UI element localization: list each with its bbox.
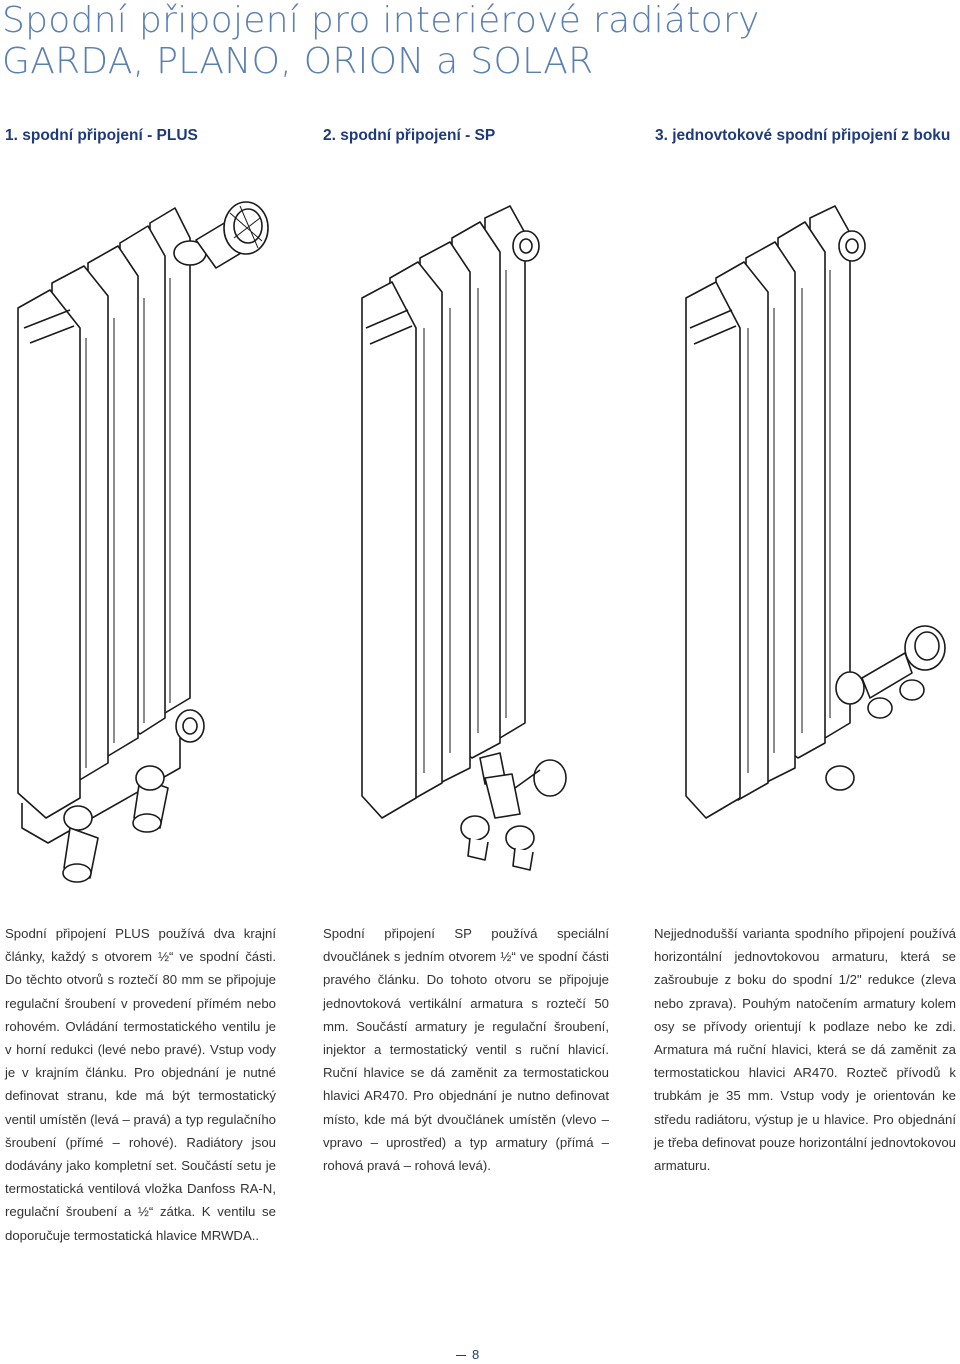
radiator-sections [17, 207, 191, 844]
vertical-valve [460, 752, 567, 871]
horizontal-valve [825, 625, 946, 791]
radiator-plus-illustration [0, 178, 320, 898]
column-text-side: Nejjednodušší varianta spodního připojen… [654, 926, 956, 1174]
top-plug [512, 230, 540, 262]
radiator-sections [685, 205, 851, 819]
column-text-plus: Spodní připojení PLUS používá dva krajní… [5, 926, 276, 1243]
column-heading-sp: 2. spodní připojení - SP [323, 127, 496, 144]
radiator-side-illustration [640, 178, 960, 898]
page-title: Spodní připojení pro interiérové radiáto… [2, 0, 760, 82]
top-plug [838, 230, 866, 262]
page-number-dash [456, 1354, 466, 1357]
title-line-1: Spodní připojení pro interiérové radiáto… [2, 0, 760, 41]
bottom-valves [62, 709, 205, 883]
radiator-sp-illustration [320, 178, 640, 898]
column-text-sp: Spodní připojení SP používá speciální dv… [323, 926, 609, 1174]
page-number: 8 [456, 1347, 479, 1362]
page-number-value: 8 [472, 1347, 480, 1362]
thermostatic-head [173, 201, 269, 269]
title-line-2: GARDA, PLANO, ORION a SOLAR [2, 41, 594, 82]
column-heading-plus: 1. spodní připojení - PLUS [5, 127, 198, 144]
column-heading-side: 3. jednovtokové spodní připojení z boku [655, 127, 951, 144]
radiator-sections [361, 205, 526, 819]
